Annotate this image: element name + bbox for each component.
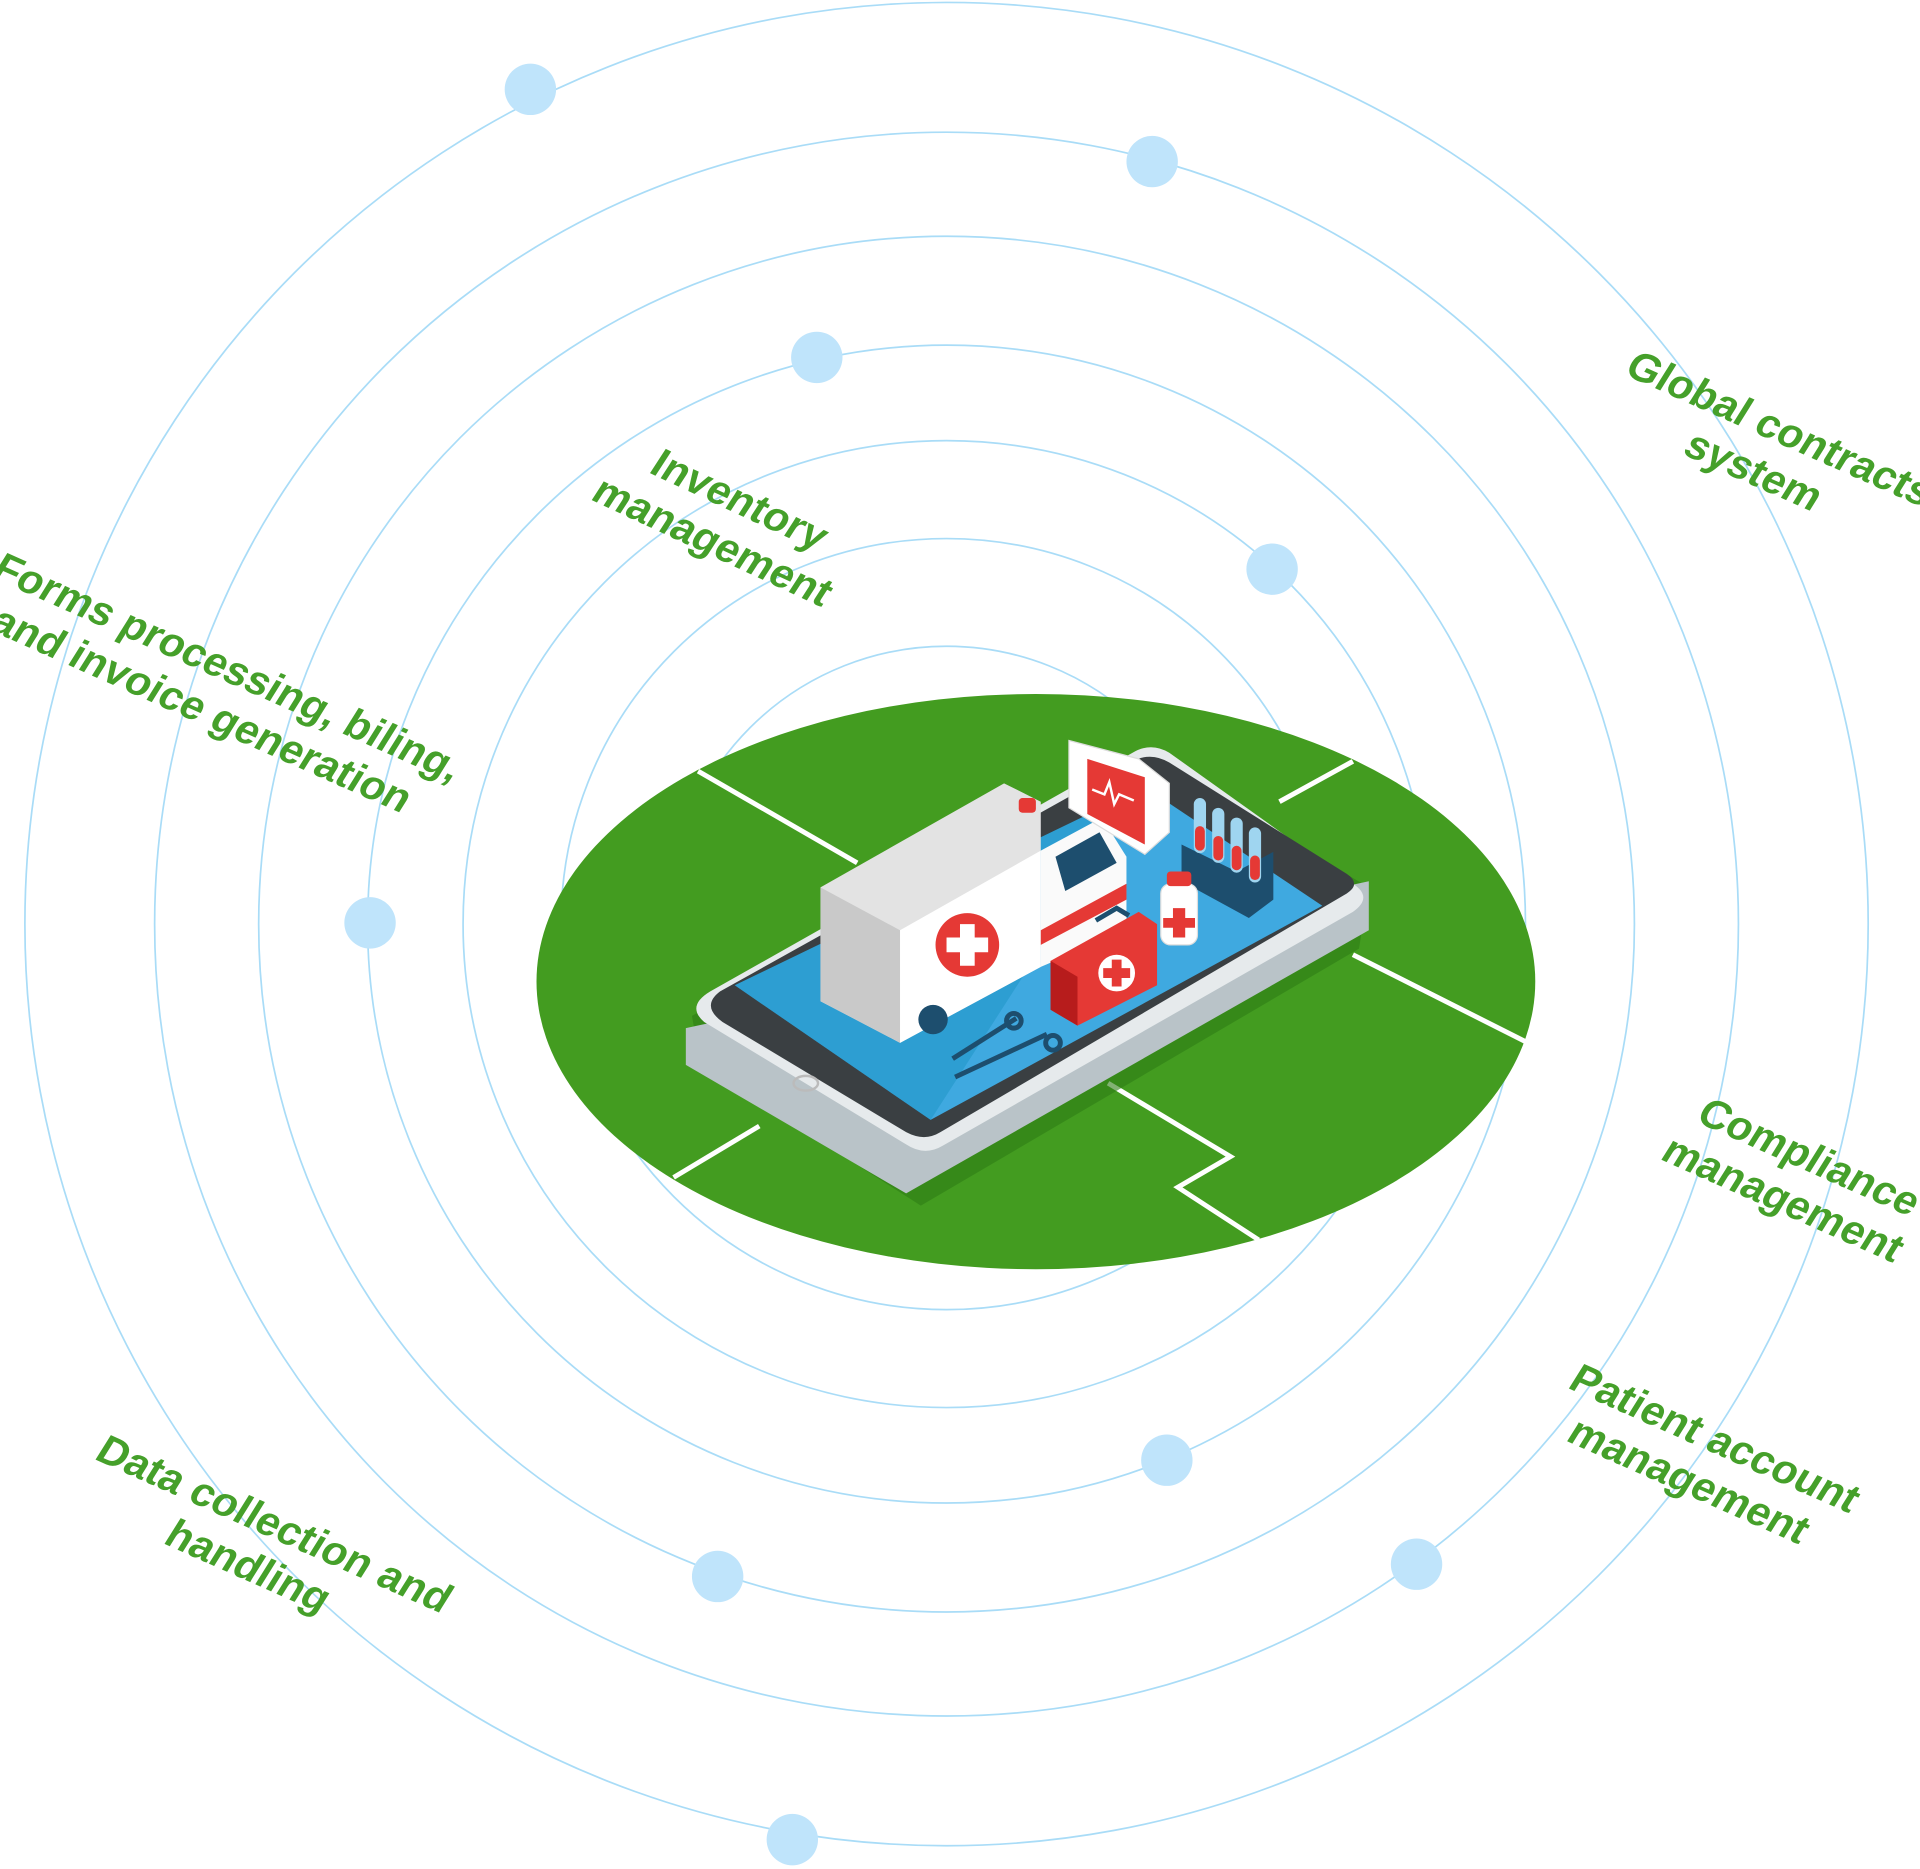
test-tubes-icon [1181,798,1274,918]
label-inventory-management: Inventorymanagement [584,425,869,615]
orbit-ring [153,131,1740,1717]
orbit-dot [1390,1538,1443,1590]
orbit-dot [344,897,396,949]
label-compliance-management: Compliancemanagement [1654,1084,1920,1270]
ambulance-icon [820,783,1127,1043]
orbit-dot [691,1550,744,1603]
orbit-ring [257,235,1636,1613]
orbit-dot [791,331,843,384]
orbit-dot [766,1813,819,1866]
medicine-bottle-icon [1160,871,1199,946]
orbit-dot [504,63,557,116]
orbit-dots [344,63,1443,1866]
orbit-ring [24,1,1870,1847]
scissors-icon [951,1010,1063,1080]
heart-monitor-icon [1068,739,1170,856]
orbit-dot [1141,1434,1193,1486]
label-forms-processing: Forms processing, biling,and invoice gen… [0,544,472,832]
label-patient-account: Patient accountmanagement [1535,1355,1869,1563]
label-data-collection: Data collection andhandling [62,1426,462,1663]
orbit-rings [24,1,1870,1847]
label-global-contracts: Global contractssystem [1592,342,1920,557]
first-aid-kit-icon [1050,905,1158,1026]
orbit-dot [1126,135,1178,188]
orbit-dot [1246,543,1298,595]
